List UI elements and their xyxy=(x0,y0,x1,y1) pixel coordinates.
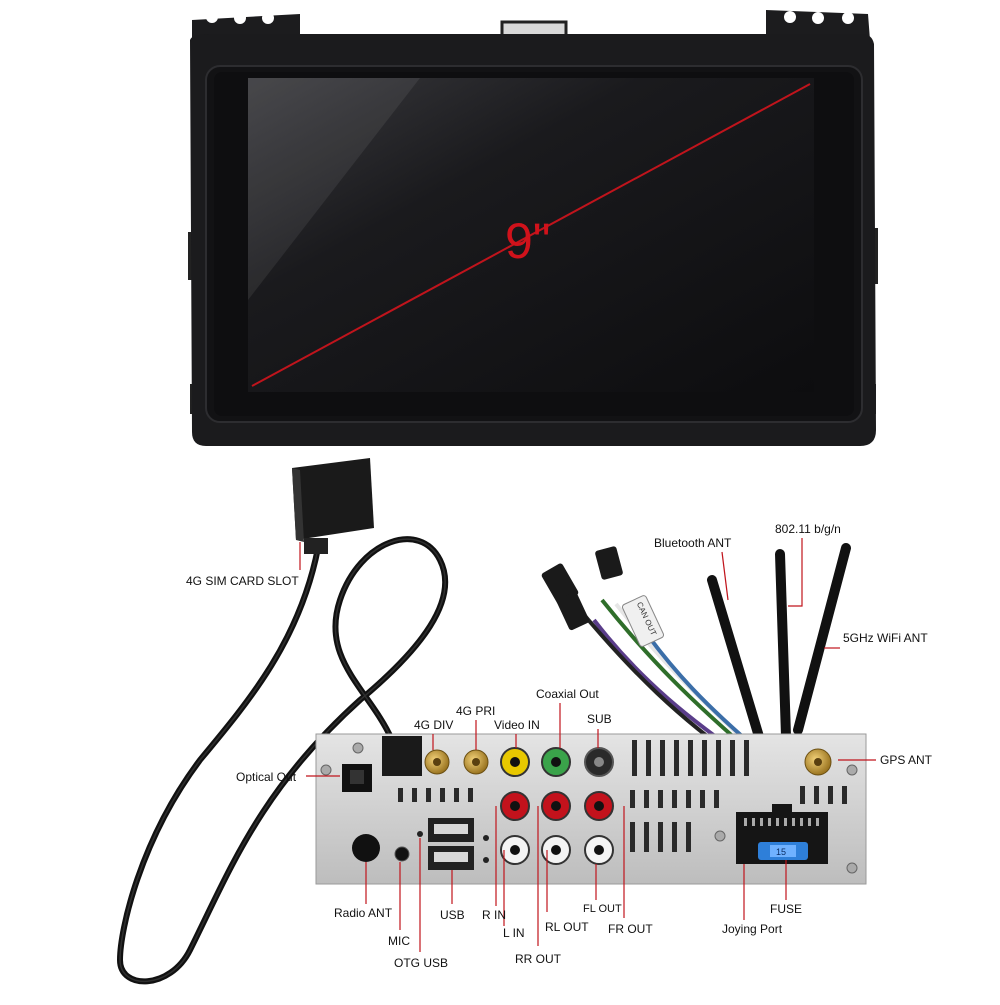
can-tag xyxy=(621,595,665,647)
l-in-label: L IN xyxy=(503,926,525,940)
sub-jack xyxy=(594,757,604,767)
mount-hole xyxy=(842,12,854,24)
coaxial-out-jack xyxy=(551,757,561,767)
screw xyxy=(320,764,332,776)
bluetooth-ant-label: Bluetooth ANT xyxy=(654,536,732,550)
4g-div-port xyxy=(433,758,441,766)
gps-ant-label: GPS ANT xyxy=(880,753,933,767)
fr-out-label: FR OUT xyxy=(608,922,653,936)
gps-ant-port xyxy=(814,758,822,766)
wifi-5-label: 5GHz WiFi ANT xyxy=(843,631,928,645)
mount-hole xyxy=(234,12,246,24)
usb-port xyxy=(434,824,468,834)
video-in-jack xyxy=(510,757,520,767)
screw xyxy=(714,830,726,842)
4g-pri-label: 4G PRI xyxy=(456,704,496,718)
joying-port-pins xyxy=(744,818,819,826)
fr-out-jack xyxy=(594,801,604,811)
wire-bundle xyxy=(541,543,851,779)
chassis-rear xyxy=(315,733,867,885)
fl-out-jack xyxy=(594,845,604,855)
vent-slots xyxy=(398,740,847,852)
optical-out-port xyxy=(350,770,364,784)
mount-hole xyxy=(262,12,274,24)
connector-plug xyxy=(556,591,590,631)
sub-label: SUB xyxy=(587,712,612,726)
antenna xyxy=(775,549,791,741)
coaxial-out-label: Coaxial Out xyxy=(536,687,599,701)
sim-cable xyxy=(119,538,446,982)
otg-led xyxy=(483,857,489,863)
screw xyxy=(846,764,858,776)
otg-usb-label: OTG USB xyxy=(394,956,449,970)
sim-card-module xyxy=(116,458,449,985)
usb-port xyxy=(434,852,468,862)
fuse-label: FUSE xyxy=(770,902,803,916)
mount-hole xyxy=(812,12,824,24)
fuse-value: 15 xyxy=(776,847,787,857)
antenna xyxy=(793,543,851,735)
sim-slot-label: 4G SIM CARD SLOT xyxy=(186,574,299,588)
fl-out-label: FL OUT xyxy=(583,903,622,915)
video-in-label: Video IN xyxy=(494,718,540,732)
sim-slot-body xyxy=(292,458,374,540)
4g-pri-port xyxy=(472,758,480,766)
wifi-24-label: 802.11 b/g/n xyxy=(775,522,841,536)
mount-hole xyxy=(206,11,218,23)
head-unit xyxy=(188,10,878,446)
r-in-jack xyxy=(510,801,520,811)
radio-ant-label: Radio ANT xyxy=(334,906,393,920)
optical-out-label: Optical Out xyxy=(236,770,297,784)
callout-lines xyxy=(299,538,876,952)
usb-label: USB xyxy=(440,908,465,922)
screw xyxy=(846,862,858,874)
joying-port-label: Joying Port xyxy=(722,922,783,936)
rr-out-label: RR OUT xyxy=(515,952,561,966)
radio-ant-port xyxy=(352,834,380,862)
otg-led xyxy=(417,831,423,837)
rr-out-jack xyxy=(551,801,561,811)
fuse xyxy=(770,845,796,857)
sim-cable-connector xyxy=(382,736,422,776)
antenna xyxy=(707,575,765,745)
glass-reflection xyxy=(248,78,420,300)
rl-out-jack xyxy=(551,845,561,855)
rl-out-label: RL OUT xyxy=(545,920,589,934)
otg-led xyxy=(483,835,489,841)
sim-slot-strain-relief xyxy=(304,538,328,554)
r-in-label: R IN xyxy=(482,908,506,922)
4g-div-label: 4G DIV xyxy=(414,718,454,732)
screen-size-label: 9" xyxy=(505,213,551,269)
diagonal-line xyxy=(251,83,811,387)
mount-hole xyxy=(784,11,796,23)
sim-slot-body xyxy=(292,468,304,542)
mic-jack xyxy=(394,846,410,862)
l-in-jack xyxy=(510,845,520,855)
screw xyxy=(352,742,364,754)
mic-label: MIC xyxy=(388,934,410,948)
connector-plug xyxy=(595,546,623,580)
